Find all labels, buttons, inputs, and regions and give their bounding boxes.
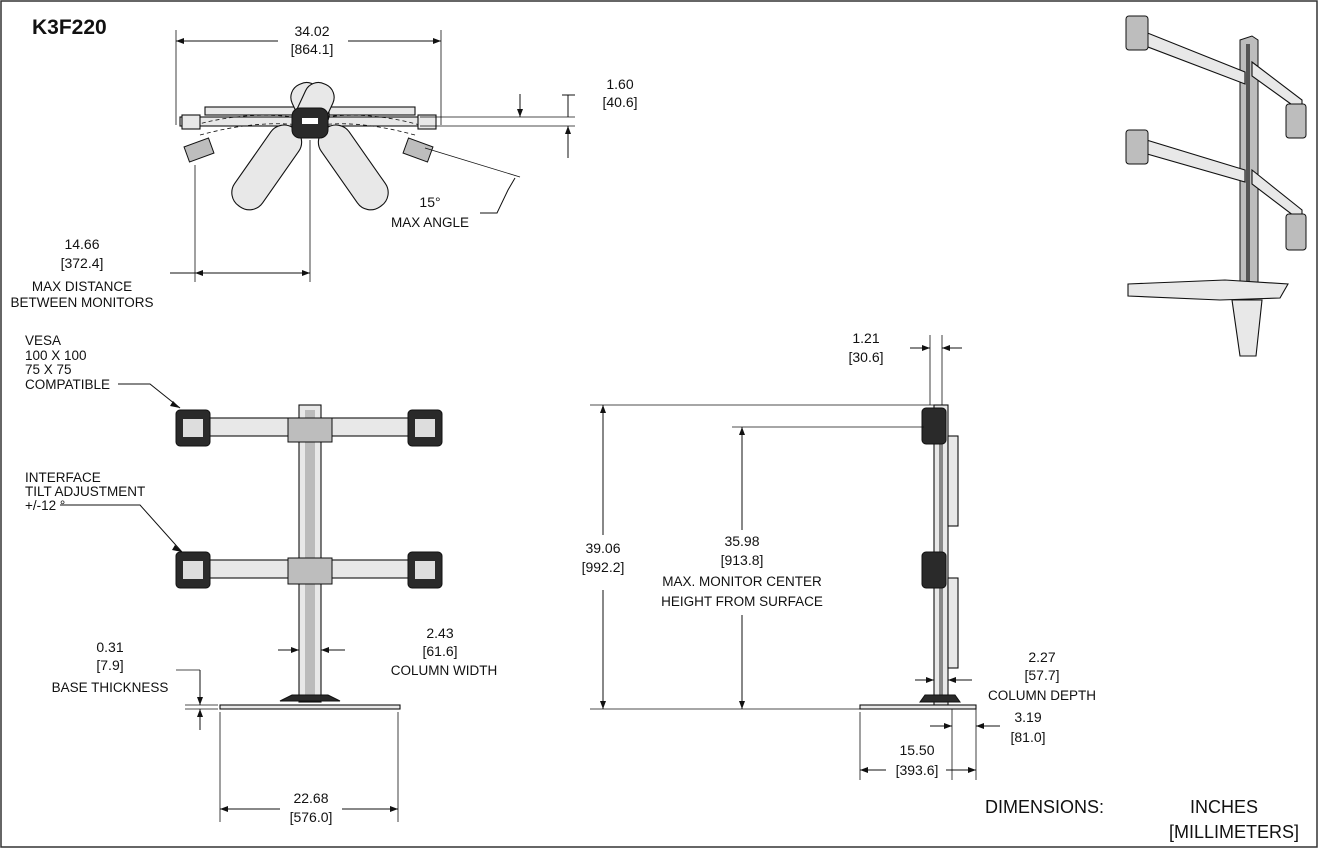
base-thickness-in: 0.31: [96, 639, 123, 655]
vesa-note-2: 100 X 100: [25, 348, 87, 363]
center-height-mm: [913.8]: [721, 552, 764, 568]
base-depth-mm: [393.6]: [896, 762, 939, 778]
base-offset-mm: [81.0]: [1010, 729, 1045, 745]
base-offset-in: 3.19: [1014, 709, 1041, 725]
base-width-in: 22.68: [293, 790, 328, 806]
arm-thickness-in: 1.60: [606, 76, 633, 92]
max-distance-mm: [372.4]: [61, 255, 104, 271]
max-distance-label-2: BETWEEN MONITORS: [10, 295, 153, 310]
angle-label: MAX ANGLE: [391, 215, 469, 230]
vesa-note-4: COMPATIBLE: [25, 377, 110, 392]
tilt-note-2: TILT ADJUSTMENT: [25, 484, 145, 499]
isometric-view: [1125, 15, 1307, 357]
base-thickness-mm: [7.9]: [96, 657, 123, 673]
base-width-mm: [576.0]: [290, 809, 333, 825]
top-view: 34.02 [864.1] 1.60 [40.6]: [10, 23, 637, 310]
max-distance-in: 14.66: [64, 236, 99, 252]
top-offset-mm: [30.6]: [848, 349, 883, 365]
units-primary: INCHES: [1190, 797, 1258, 817]
top-offset-in: 1.21: [852, 330, 879, 346]
model-title: K3F220: [32, 16, 107, 39]
vesa-note-3: 75 X 75: [25, 362, 72, 377]
overall-width-in: 34.02: [294, 23, 329, 39]
overall-width-mm: [864.1]: [291, 41, 334, 57]
units-secondary: [MILLIMETERS]: [1169, 822, 1299, 842]
column-width-mm: [61.6]: [422, 643, 457, 659]
overall-height-mm: [992.2]: [582, 559, 625, 575]
side-view: 1.21 [30.6] 39.06 [992.2] 35.98 [913.8] …: [582, 330, 1096, 780]
base-thickness-label: BASE THICKNESS: [52, 680, 169, 695]
column-depth-label: COLUMN DEPTH: [988, 688, 1096, 703]
max-distance-label-1: MAX DISTANCE: [32, 279, 132, 294]
tilt-note-1: INTERFACE: [25, 470, 101, 485]
center-height-in: 35.98: [724, 533, 759, 549]
center-height-label-2: HEIGHT FROM SURFACE: [661, 594, 823, 609]
column-width-in: 2.43: [426, 625, 453, 641]
overall-height-in: 39.06: [585, 540, 620, 556]
angle-value: 15°: [419, 194, 440, 210]
units-legend: DIMENSIONS: INCHES [MILLIMETERS]: [985, 797, 1299, 842]
center-height-label-1: MAX. MONITOR CENTER: [662, 574, 822, 589]
base-depth-in: 15.50: [899, 742, 934, 758]
units-label: DIMENSIONS:: [985, 797, 1104, 817]
vesa-note-1: VESA: [25, 333, 61, 348]
column-width-label: COLUMN WIDTH: [391, 663, 498, 678]
front-view: VESA 100 X 100 75 X 75 COMPATIBLE INTERF…: [25, 333, 497, 825]
column-depth-mm: [57.7]: [1024, 667, 1059, 683]
column-depth-in: 2.27: [1028, 649, 1055, 665]
arm-thickness-mm: [40.6]: [602, 94, 637, 110]
tilt-note-3: +/-12 °: [25, 498, 65, 513]
